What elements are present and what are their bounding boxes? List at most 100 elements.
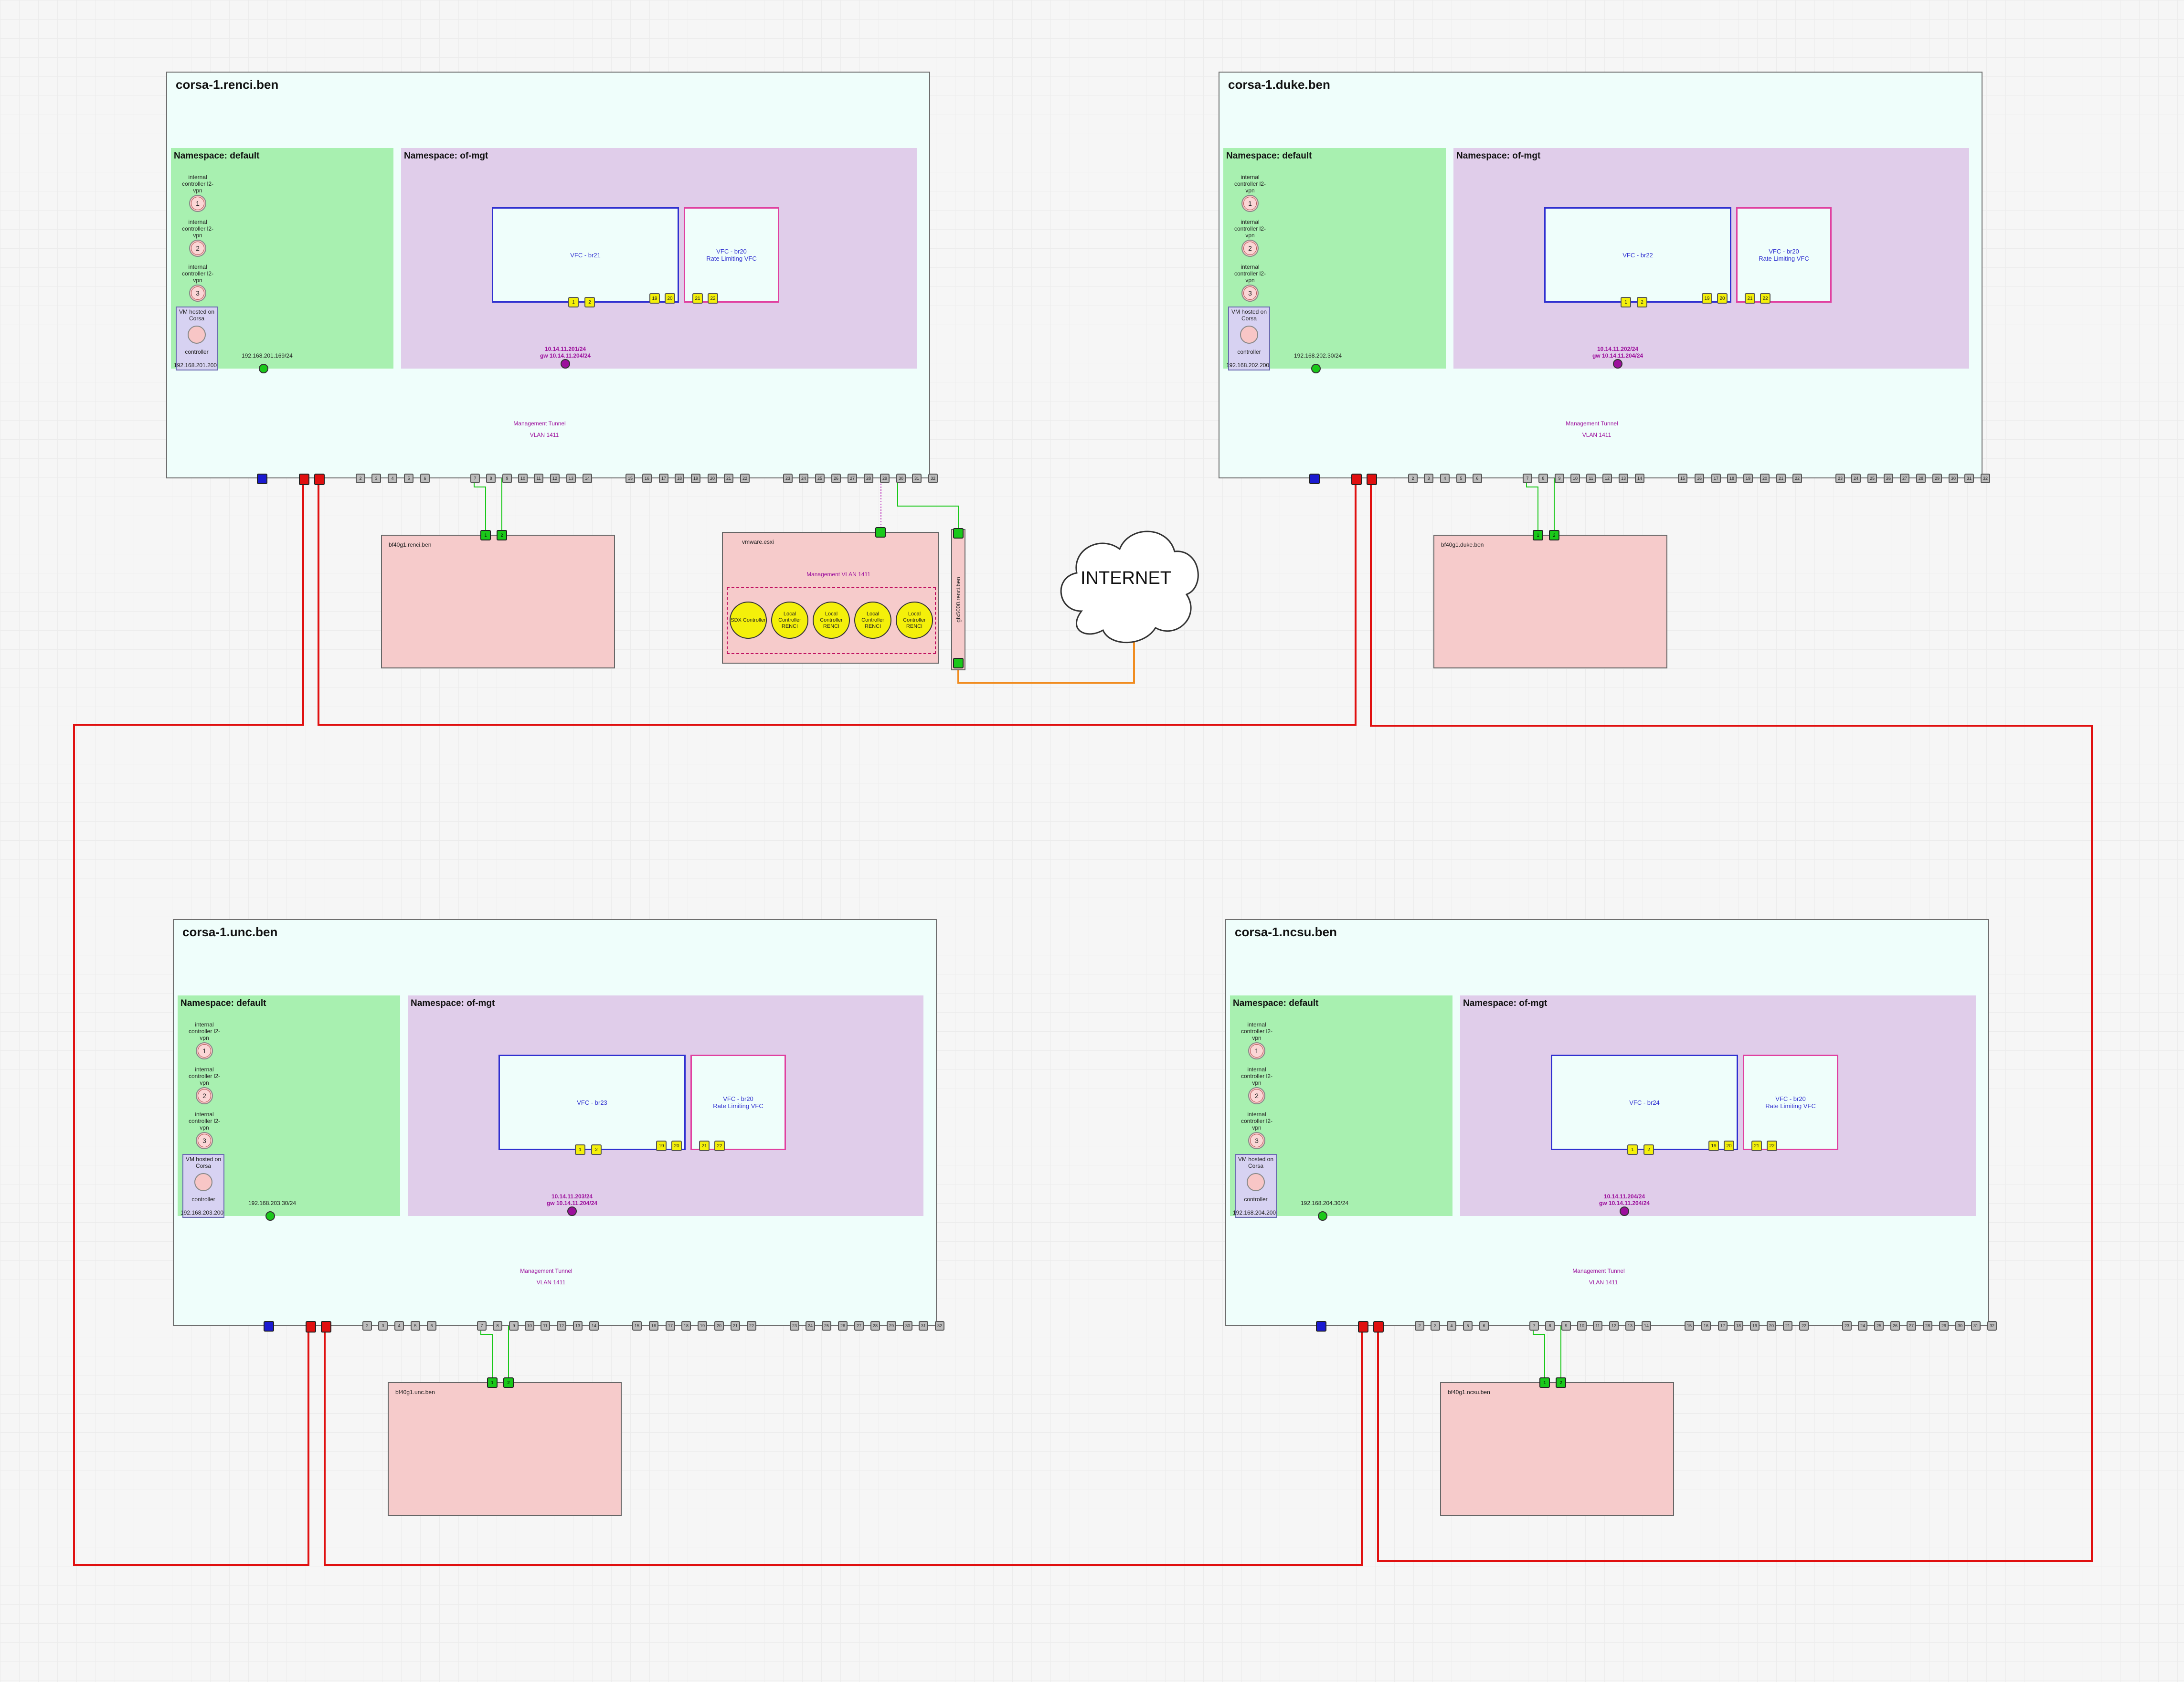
switch-port[interactable]: 32 xyxy=(928,474,938,483)
switch-port[interactable]: 29 xyxy=(880,474,890,483)
switch-port[interactable]: 21 xyxy=(1776,474,1786,483)
switch-port[interactable]: 25 xyxy=(1867,474,1877,483)
switch-port[interactable]: 10 xyxy=(1577,1321,1587,1331)
switch-port[interactable]: 19 xyxy=(1743,474,1753,483)
switch-port[interactable]: 5 xyxy=(404,474,413,483)
switch-port[interactable]: 20 xyxy=(1767,1321,1776,1331)
vfc-port[interactable]: 21 xyxy=(699,1141,710,1151)
switch-port[interactable]: 24 xyxy=(1851,474,1861,483)
vfc-port[interactable]: 2 xyxy=(591,1144,602,1155)
switch-port[interactable]: 19 xyxy=(1750,1321,1760,1331)
gfx5000-top-port[interactable] xyxy=(953,528,964,539)
switch-port[interactable]: 23 xyxy=(1835,474,1845,483)
switch-port[interactable]: 31 xyxy=(1971,1321,1981,1331)
vfc-port[interactable]: 22 xyxy=(708,293,718,304)
switch-port[interactable]: 11 xyxy=(541,1321,550,1331)
vfc-port[interactable]: 22 xyxy=(1760,293,1771,304)
mgmt-port[interactable] xyxy=(1309,474,1320,484)
vfc-port[interactable]: 1 xyxy=(575,1144,585,1155)
vfc-port[interactable]: 2 xyxy=(584,297,595,307)
mgmt-port[interactable] xyxy=(257,474,267,484)
switch-port[interactable]: 3 xyxy=(1431,1321,1440,1331)
mgmt-port[interactable] xyxy=(264,1321,274,1332)
switch-port[interactable]: 6 xyxy=(427,1321,436,1331)
switch-port[interactable]: 26 xyxy=(1884,474,1893,483)
switch-port[interactable]: 28 xyxy=(864,474,873,483)
vfc-main[interactable]: VFC - br21 xyxy=(492,207,679,303)
vfc-main[interactable]: VFC - br23 xyxy=(498,1055,686,1150)
switch-port[interactable]: 17 xyxy=(659,474,668,483)
vfc-port[interactable]: 21 xyxy=(1751,1141,1762,1151)
switch-port[interactable]: 3 xyxy=(371,474,381,483)
switch-port[interactable]: 30 xyxy=(1955,1321,1965,1331)
uplink-port[interactable] xyxy=(1358,1321,1368,1333)
switch-port[interactable]: 22 xyxy=(740,474,750,483)
switch-port[interactable]: 18 xyxy=(1734,1321,1743,1331)
switch-port[interactable]: 18 xyxy=(1727,474,1737,483)
vfc-port[interactable]: 1 xyxy=(1627,1144,1638,1155)
switch-port[interactable]: 17 xyxy=(666,1321,675,1331)
switch-port[interactable]: 17 xyxy=(1718,1321,1728,1331)
vfc-port[interactable]: 22 xyxy=(1767,1141,1777,1151)
switch-port[interactable]: 24 xyxy=(799,474,808,483)
switch-port[interactable]: 4 xyxy=(1440,474,1450,483)
switch-port[interactable]: 6 xyxy=(1479,1321,1489,1331)
host-port[interactable]: 1 xyxy=(487,1377,498,1388)
uplink-port[interactable] xyxy=(314,474,325,485)
switch-port[interactable]: 13 xyxy=(1625,1321,1635,1331)
switch-port[interactable]: 4 xyxy=(1447,1321,1456,1331)
vfc-port[interactable]: 2 xyxy=(1637,297,1647,307)
switch-port[interactable]: 28 xyxy=(1923,1321,1932,1331)
switch-port[interactable]: 5 xyxy=(1463,1321,1473,1331)
switch-port[interactable]: 21 xyxy=(1783,1321,1792,1331)
vfc-port[interactable]: 20 xyxy=(1724,1141,1734,1151)
switch-port[interactable]: 4 xyxy=(394,1321,404,1331)
switch-port[interactable]: 26 xyxy=(838,1321,848,1331)
switch-port[interactable]: 5 xyxy=(411,1321,420,1331)
switch-port[interactable]: 22 xyxy=(1792,474,1802,483)
switch-port[interactable]: 18 xyxy=(681,1321,691,1331)
switch-port[interactable]: 8 xyxy=(1545,1321,1555,1331)
switch-port[interactable]: 30 xyxy=(1949,474,1958,483)
switch-port[interactable]: 12 xyxy=(1609,1321,1619,1331)
switch-port[interactable]: 20 xyxy=(714,1321,724,1331)
switch-port[interactable]: 11 xyxy=(534,474,543,483)
switch-port[interactable]: 3 xyxy=(1424,474,1433,483)
switch-port[interactable]: 31 xyxy=(1964,474,1974,483)
vfc-port[interactable]: 1 xyxy=(568,297,579,307)
switch-port[interactable]: 16 xyxy=(649,1321,658,1331)
switch-port[interactable]: 8 xyxy=(486,474,496,483)
switch-port[interactable]: 19 xyxy=(698,1321,707,1331)
switch-port[interactable]: 7 xyxy=(1529,1321,1539,1331)
switch-port[interactable]: 23 xyxy=(1842,1321,1852,1331)
vfc-port[interactable]: 19 xyxy=(649,293,660,304)
uplink-port[interactable] xyxy=(299,474,309,485)
uplink-port[interactable] xyxy=(321,1321,331,1333)
switch-port[interactable]: 15 xyxy=(632,1321,642,1331)
switch-port[interactable]: 9 xyxy=(509,1321,519,1331)
switch-port[interactable]: 22 xyxy=(747,1321,756,1331)
vfc-port[interactable]: 19 xyxy=(656,1141,667,1151)
uplink-port[interactable] xyxy=(1367,474,1377,485)
switch-port[interactable]: 14 xyxy=(1635,474,1644,483)
switch-port[interactable]: 11 xyxy=(1586,474,1596,483)
uplink-port[interactable] xyxy=(306,1321,316,1333)
switch-port[interactable]: 25 xyxy=(822,1321,831,1331)
vmware-controller[interactable]: Local Controller RENCI xyxy=(896,602,933,639)
switch-port[interactable]: 16 xyxy=(642,474,652,483)
switch-port[interactable]: 32 xyxy=(1981,474,1990,483)
vfc-port[interactable]: 20 xyxy=(1717,293,1728,304)
switch-port[interactable]: 15 xyxy=(626,474,635,483)
uplink-port[interactable] xyxy=(1351,474,1362,485)
vmware-uplink-port[interactable] xyxy=(875,527,886,538)
host-port[interactable]: 2 xyxy=(1556,1377,1566,1388)
host-port[interactable]: 2 xyxy=(1549,530,1559,540)
